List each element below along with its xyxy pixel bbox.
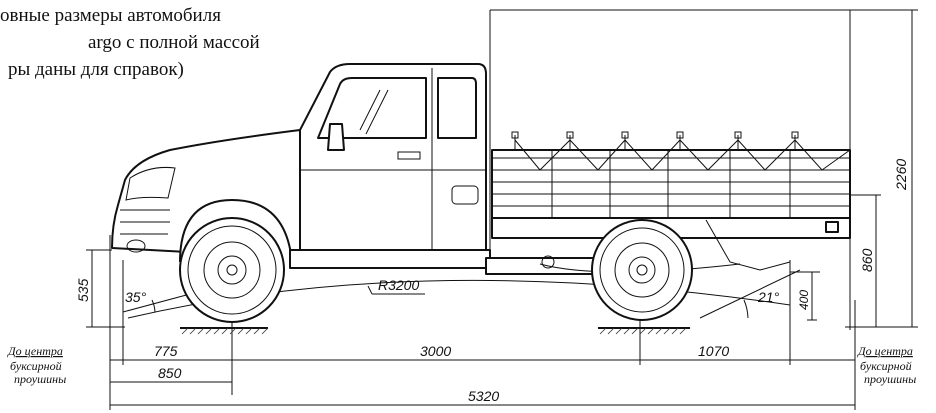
dim-departure-angle: 21° (757, 289, 780, 305)
dim-height: 2260 (893, 159, 909, 191)
ground-hatch-front (180, 327, 269, 335)
left-towing-eye-label: До центра буксирной проушины (7, 344, 66, 386)
dim-front-to-hook: 850 (158, 365, 182, 381)
dim-overall-length: 5320 (468, 388, 499, 404)
left-ref-line-3: проушины (14, 372, 66, 386)
right-towing-eye-label: До центра буксирной проушины (857, 344, 916, 386)
dim-rear-overhang: 1070 (698, 343, 729, 359)
ground-hatch-rear (598, 327, 690, 335)
front-wheel (179, 217, 285, 323)
cargo-bed (491, 131, 851, 239)
left-ref-line-1: До центра (7, 344, 63, 358)
dim-rear-clearance: 400 (797, 290, 811, 310)
right-ref-line-1: До центра (857, 344, 913, 358)
vehicle-cab (111, 63, 791, 275)
caption-line-2: argo с полной массой (88, 32, 260, 53)
dim-approach-angle: 35° (125, 289, 147, 305)
left-ref-line-2: буксирной (10, 359, 62, 373)
dim-wheelbase: 3000 (420, 343, 451, 359)
caption-line-3: ры даны для справок) (8, 59, 184, 80)
right-ref-line-3: проушины (864, 372, 916, 386)
dimension-lines (87, 9, 917, 410)
dim-ramp-radius: R3200 (378, 277, 419, 293)
dim-front-overhang: 775 (154, 343, 178, 359)
caption-line-1: овные размеры автомобиля (0, 5, 221, 26)
dim-platform-height: 860 (859, 248, 875, 272)
dim-front-height: 535 (75, 278, 91, 302)
diagram-caption: овные размеры автомобиля argo с полной м… (0, 2, 300, 83)
right-ref-line-2: буксирной (860, 359, 912, 373)
rear-wheel (591, 219, 693, 321)
